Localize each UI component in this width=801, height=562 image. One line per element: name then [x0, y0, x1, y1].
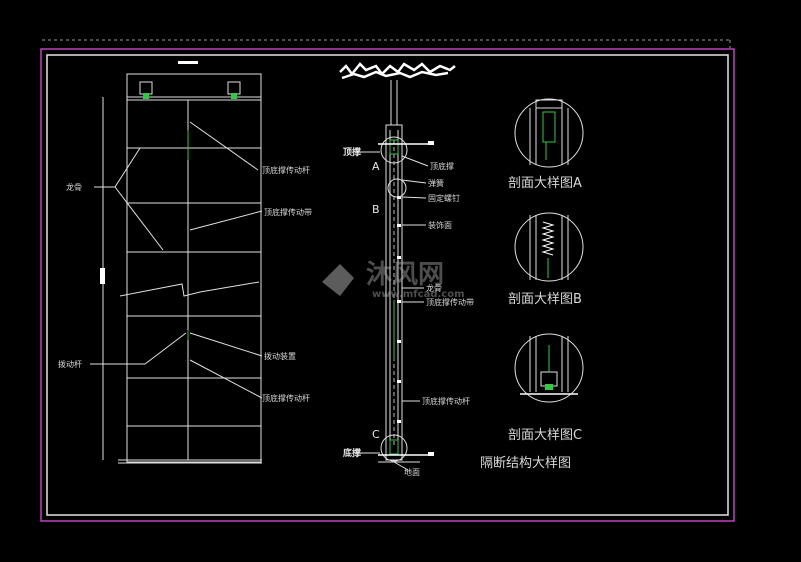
ceiling-hatch: [339, 62, 456, 80]
top-roller-left: [139, 81, 153, 95]
detail-a-spring: [542, 111, 556, 143]
label-longgu: 龙骨: [66, 182, 82, 192]
label-section-a: 剖面大样图A: [508, 176, 582, 191]
detail-b-circle: [514, 212, 584, 282]
screw-3: [397, 256, 401, 259]
label-top-rod-2: 顶底撑传动杆: [262, 393, 310, 403]
partition-outline: [126, 73, 262, 463]
ceiling: [340, 60, 455, 80]
top-plate-end: [428, 141, 434, 145]
label-section-b: 剖面大样图B: [508, 292, 582, 307]
label-dimian: 地面: [404, 467, 420, 477]
detail-c-foot: [545, 384, 553, 390]
detail-a-top: [535, 99, 563, 109]
break-line: [119, 281, 260, 297]
circle-b: [387, 178, 407, 198]
label-top-rod-3: 顶底撑传动杆: [422, 396, 470, 406]
screw-4: [397, 300, 401, 303]
dimension-marker: [178, 61, 198, 64]
watermark-url: www.mfcad.com: [372, 289, 465, 300]
leader-dingdicheng: [401, 155, 429, 167]
leader-tanhuang: [401, 179, 427, 184]
label-top-rod-1: 顶底撑传动杆: [262, 165, 310, 175]
label-zhuangshimian: 装饰面: [428, 220, 452, 230]
label-guding-luoding: 固定螺钉: [428, 193, 460, 203]
side-handle: [100, 268, 105, 284]
detail-a-circle: [514, 98, 584, 168]
top-roller-right: [227, 81, 241, 95]
leader-longgu-1: [94, 147, 141, 188]
outer-frame: [40, 48, 735, 522]
detail-c: [514, 333, 584, 403]
detail-c-base: [540, 371, 558, 387]
section-view: [339, 60, 456, 471]
watermark-logo-icon: [322, 264, 354, 296]
leader-screw: [401, 196, 427, 199]
leader-rod-1: [189, 121, 259, 171]
marker-a: A: [372, 160, 380, 173]
circle-c-detail: [389, 439, 399, 455]
floor-plate-end: [428, 452, 434, 456]
label-top-belt-2: 顶底撑传动带: [426, 297, 474, 307]
label-dicheng: 底撑: [343, 447, 361, 459]
label-bodong-gan: 拨动杆: [58, 359, 82, 369]
detail-a: [514, 98, 584, 168]
label-section-c: 剖面大样图C: [508, 428, 582, 443]
marker-b: B: [372, 203, 380, 216]
marker-c: C: [372, 428, 380, 441]
screw-7: [397, 420, 401, 423]
circle-c: [380, 434, 408, 462]
inner-frame: [46, 54, 729, 516]
leader-ground: [393, 461, 409, 471]
watermark: 沐风网 www.mfcad.com: [322, 260, 465, 300]
leader-bodong: [90, 332, 187, 365]
label-longgu-mid: 龙骨: [426, 283, 442, 293]
label-tanhuang: 弹簧: [428, 178, 444, 188]
leader-device: [189, 332, 263, 357]
panel-body: [385, 124, 403, 461]
leader-longgu-2: [114, 186, 164, 251]
circle-a-detail: [389, 139, 399, 155]
roller-right-green: [231, 93, 237, 99]
screw-2: [397, 224, 401, 227]
screw-1: [397, 196, 401, 199]
elevation-view: [90, 61, 263, 464]
leader-rod-2: [189, 359, 263, 399]
detail-b-spring: [541, 221, 555, 256]
screw-5: [397, 340, 401, 343]
main-title: 隔断结构大样图: [480, 456, 571, 471]
watermark-brand: 沐风网: [366, 260, 444, 290]
detail-c-circle: [514, 333, 584, 403]
circle-a: [380, 136, 408, 164]
screw-6: [397, 380, 401, 383]
leader-belt-1: [189, 210, 263, 231]
label-dingcheng: 顶撑: [343, 146, 361, 158]
label-bodong-zhuangzhi: 拨动装置: [264, 351, 296, 361]
label-dingdicheng: 顶底撑: [430, 161, 454, 171]
label-top-belt-1: 顶底撑传动带: [264, 207, 312, 217]
roller-left-green: [143, 93, 149, 99]
detail-b: [514, 212, 584, 282]
